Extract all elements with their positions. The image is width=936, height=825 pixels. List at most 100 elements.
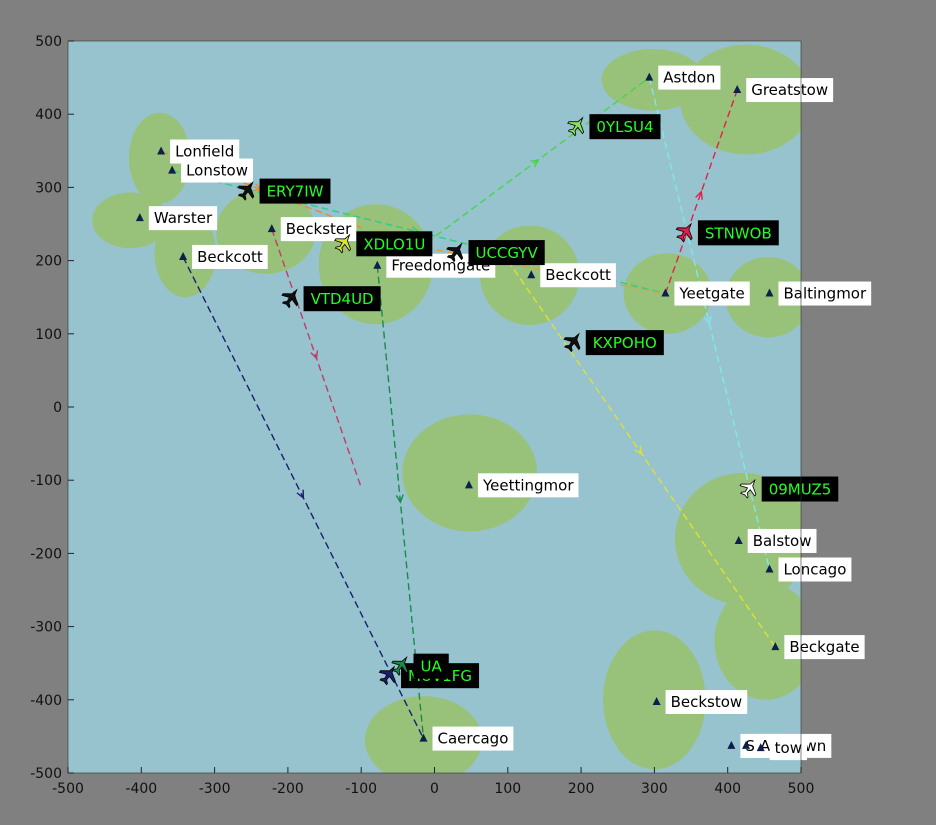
- land-area: [603, 630, 706, 770]
- x-tick-label: -500: [52, 781, 84, 797]
- city[interactable]: Lonstow: [168, 158, 254, 183]
- city[interactable]: Greatstow: [733, 78, 834, 103]
- city[interactable]: Baltingmor: [765, 281, 872, 306]
- city-marker-icon: [527, 270, 536, 279]
- flight[interactable]: XDLO1U: [331, 230, 433, 257]
- airplane-icon: [391, 656, 409, 676]
- city[interactable]: Beckcott: [179, 244, 268, 269]
- city-label-box: [148, 206, 218, 231]
- city-layer: LonfieldLonstowWarsterBeckcottBecksterFr…: [135, 65, 872, 761]
- airplane-icon: [675, 222, 693, 243]
- route-arrow-icon: [703, 315, 712, 326]
- flight-label-box: [356, 231, 433, 257]
- flight[interactable]: ERY7IW: [234, 177, 331, 204]
- city-marker-icon: [727, 740, 736, 749]
- flight-label: VTD4UD: [311, 290, 374, 308]
- city-marker-icon: [168, 165, 177, 174]
- city-label: Warster: [154, 209, 213, 227]
- flight[interactable]: VTD4UD: [278, 285, 381, 312]
- y-tick-label: 200: [35, 254, 62, 270]
- flight-label-box: [468, 240, 545, 266]
- city-label: Yeetgate: [678, 285, 744, 303]
- land-area: [154, 209, 217, 298]
- y-tick-label: 500: [35, 34, 62, 50]
- y-tick-label: -400: [30, 693, 62, 709]
- city-marker-icon: [135, 213, 144, 222]
- x-tick-label: 300: [641, 781, 668, 797]
- flight[interactable]: STNWOB: [673, 219, 779, 246]
- city[interactable]: Warster: [135, 206, 218, 231]
- city-marker-icon: [742, 740, 751, 749]
- city-marker-icon: [661, 288, 670, 297]
- city[interactable]: Astdon: [645, 65, 721, 90]
- airplane-icon: [237, 180, 255, 201]
- city[interactable]: Yeetgate: [661, 281, 750, 306]
- city-label-box: [280, 217, 357, 242]
- x-tick-label: 0: [430, 781, 439, 797]
- city-label: Beckcott: [197, 248, 263, 266]
- city-label-box: [477, 473, 579, 498]
- city-label-box: [540, 263, 616, 288]
- x-tick-label: 200: [568, 781, 595, 797]
- city-label: Freedomgate: [391, 257, 490, 275]
- city-marker-icon: [734, 535, 743, 544]
- city-marker-icon: [645, 72, 654, 81]
- y-tick-label: 300: [35, 180, 62, 196]
- city-marker-icon: [733, 85, 742, 94]
- city-label-box: [784, 635, 865, 660]
- city-label: tow: [775, 739, 802, 757]
- y-tick-label: -300: [30, 620, 62, 636]
- city-marker-icon: [652, 696, 661, 705]
- city-marker-icon: [157, 146, 166, 155]
- flight-label: STNWOB: [705, 224, 772, 242]
- x-tick-label: -300: [199, 781, 231, 797]
- land-area: [402, 414, 538, 532]
- x-tick-label: -400: [125, 781, 157, 797]
- flight[interactable]: KXPOHO: [561, 329, 664, 356]
- city-label: Beckgate: [789, 638, 859, 656]
- city-label: Beckster: [286, 220, 352, 238]
- city-label-box: [747, 528, 817, 553]
- city-label-box: [674, 281, 750, 306]
- flight-label-box: [589, 114, 661, 140]
- city-label-box: [778, 281, 872, 306]
- route-arrow-icon: [310, 350, 319, 360]
- flight[interactable]: UCCGYV: [443, 239, 545, 266]
- flight-label-box: [761, 476, 839, 502]
- city[interactable]: Balstow: [734, 528, 817, 553]
- city[interactable]: Loncago: [765, 557, 852, 582]
- flight-label: 09MUZ5: [769, 481, 832, 499]
- x-tick-label: -100: [345, 781, 377, 797]
- city-label-box: [432, 726, 514, 751]
- city[interactable]: Caercago: [419, 726, 514, 751]
- city[interactable]: Beckster: [267, 217, 357, 242]
- city[interactable]: Yeettingmor: [464, 473, 579, 498]
- y-tick-label: 100: [35, 327, 62, 343]
- flight-label: UCCGYV: [475, 244, 538, 262]
- route-arrow-icon: [296, 489, 305, 500]
- city-label: Astdon: [663, 69, 715, 87]
- flight[interactable]: 09MUZ5: [737, 475, 839, 502]
- y-tick-label: 0: [53, 400, 62, 416]
- flight-route: [664, 89, 738, 294]
- flight-label: UA: [421, 658, 443, 676]
- city-label: Greatstow: [751, 81, 828, 99]
- y-tick-label: -100: [30, 473, 62, 489]
- city[interactable]: Beckstow: [652, 689, 748, 714]
- flight-label: KXPOHO: [593, 334, 657, 352]
- flight-label-box: [413, 653, 449, 679]
- city[interactable]: Beckgate: [771, 635, 865, 660]
- city-marker-icon: [771, 642, 780, 651]
- flight-label-box: [259, 178, 331, 204]
- flight[interactable]: 0YLSU4: [564, 113, 661, 140]
- land-area: [128, 112, 191, 204]
- city-label: Beckstow: [671, 693, 743, 711]
- city[interactable]: Beckcott: [527, 263, 616, 288]
- flight[interactable]: UA: [388, 652, 449, 679]
- route-arrow-icon: [530, 158, 540, 168]
- land-area: [714, 582, 801, 700]
- city-label: Baltingmor: [783, 285, 867, 303]
